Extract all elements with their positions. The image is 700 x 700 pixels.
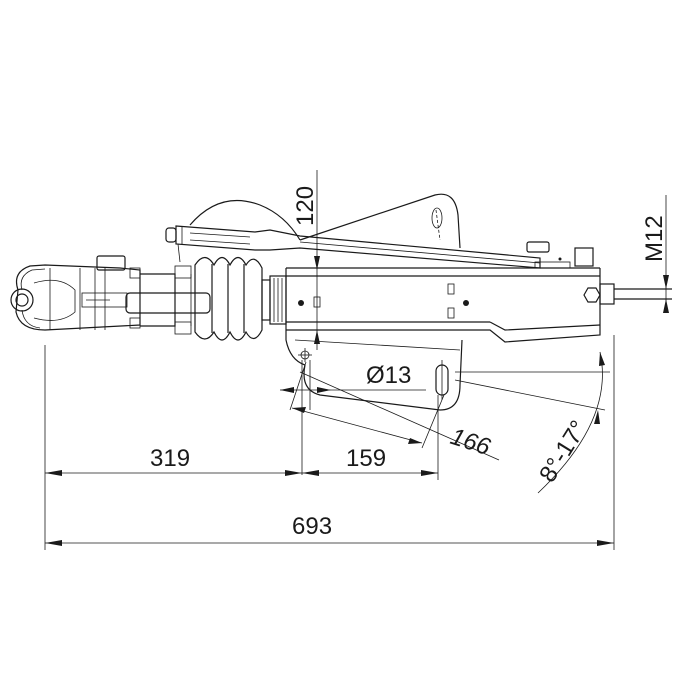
- drawbar-housing: [285, 193, 672, 411]
- dim-angle-label: 8°-17°: [534, 416, 593, 487]
- dim-693: 693: [45, 335, 615, 550]
- dim-diameter-13-label: Ø13: [366, 362, 411, 389]
- dim-120-label: 120: [292, 186, 319, 226]
- ball-socket-icon: [10, 288, 34, 312]
- dim-166-label: 166: [447, 423, 494, 461]
- dim-693-label: 693: [292, 513, 332, 540]
- bellows: [194, 256, 287, 341]
- dim-m12: M12: [641, 195, 669, 313]
- dim-319-159: 319 159: [44, 345, 439, 550]
- dim-319-label: 319: [150, 445, 190, 472]
- dim-angle: 8°-17°: [454, 351, 610, 494]
- coupling-head: [10, 255, 211, 335]
- dim-159-label: 159: [346, 445, 386, 472]
- dim-120: 120: [292, 170, 320, 350]
- dim-m12-label: M12: [641, 215, 668, 262]
- dim-diameter-13: Ø13: [280, 360, 426, 475]
